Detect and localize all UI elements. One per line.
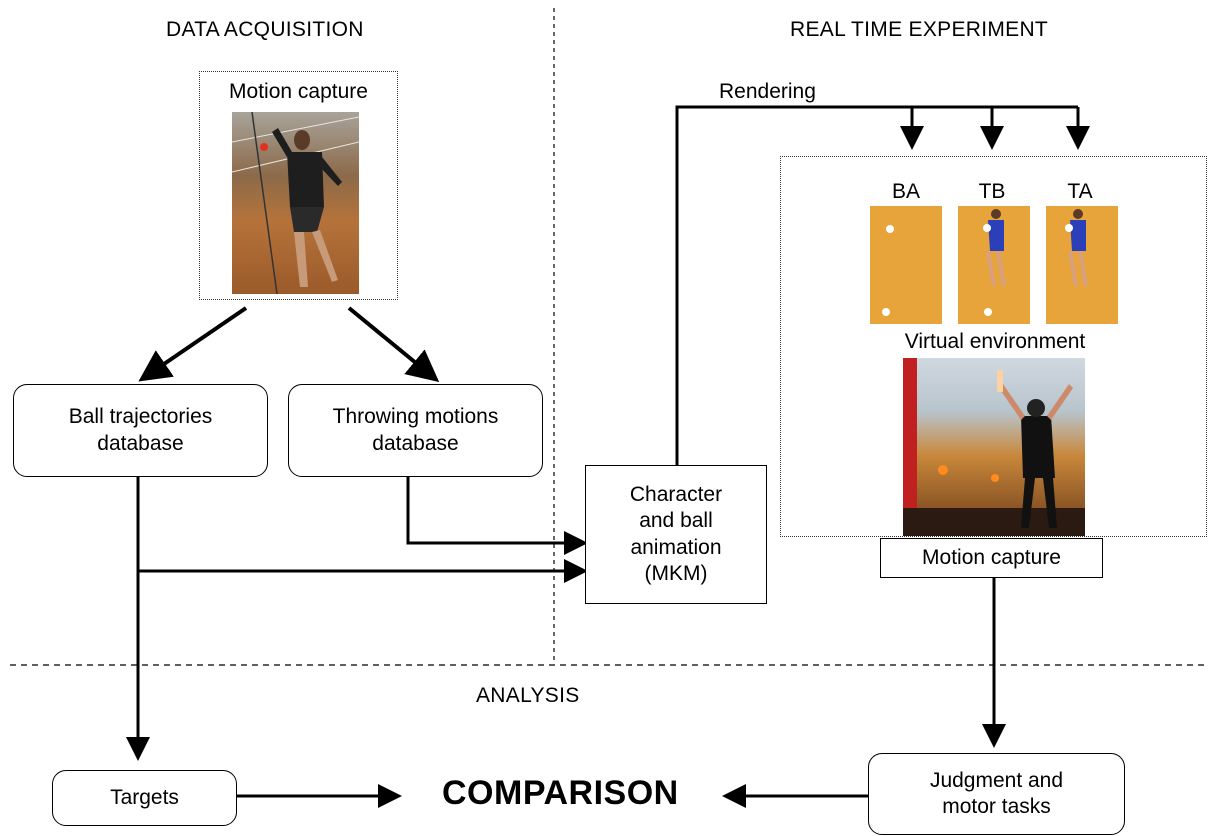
thrower-and-ball-image — [983, 209, 1006, 316]
virtual-environment-panel — [780, 156, 1207, 537]
judgment-motor-tasks-box: Judgment and motor tasks — [868, 753, 1125, 835]
virtual-environment-photo — [903, 358, 1085, 536]
arrow-mocap-to-throw-db — [347, 306, 440, 383]
condition-image-ba — [870, 206, 942, 324]
section-analysis: ANALYSIS — [476, 684, 580, 707]
rendering-line — [675, 105, 1078, 465]
condition-label-ba: BA — [891, 180, 920, 203]
condition-label-tb: TB — [978, 180, 1006, 203]
motion-capture-panel — [199, 71, 398, 300]
motion-capture-box: Motion capture — [880, 538, 1103, 578]
virtual-environment-label: Virtual environment — [904, 330, 1086, 353]
motion-capture-photo — [232, 112, 359, 294]
comparison-label: COMPARISON — [442, 774, 679, 812]
thrower-only-image — [1065, 209, 1088, 286]
athlete-figure-image — [232, 112, 359, 294]
rendering-label: Rendering — [719, 80, 816, 103]
ball-only-image — [882, 225, 894, 316]
condition-image-ta — [1046, 206, 1118, 324]
throwing-motions-database-box: Throwing motions database — [288, 384, 543, 477]
section-real-time-experiment: REAL TIME EXPERIMENT — [790, 18, 1049, 41]
motion-capture-title: Motion capture — [229, 80, 368, 103]
character-ball-animation-box: Character and ball animation (MKM) — [585, 465, 767, 604]
condition-image-tb — [958, 206, 1030, 324]
ball-trajectories-database-box: Ball trajectories database — [13, 384, 268, 477]
condition-label-ta: TA — [1067, 180, 1093, 203]
subject-in-cave-image — [903, 358, 1085, 536]
arrow-throw-db-to-animation — [406, 475, 588, 555]
targets-box: Targets — [52, 770, 237, 826]
section-data-acquisition: DATA ACQUISITION — [166, 18, 364, 41]
arrow-mocap-to-ball-db — [138, 306, 248, 382]
